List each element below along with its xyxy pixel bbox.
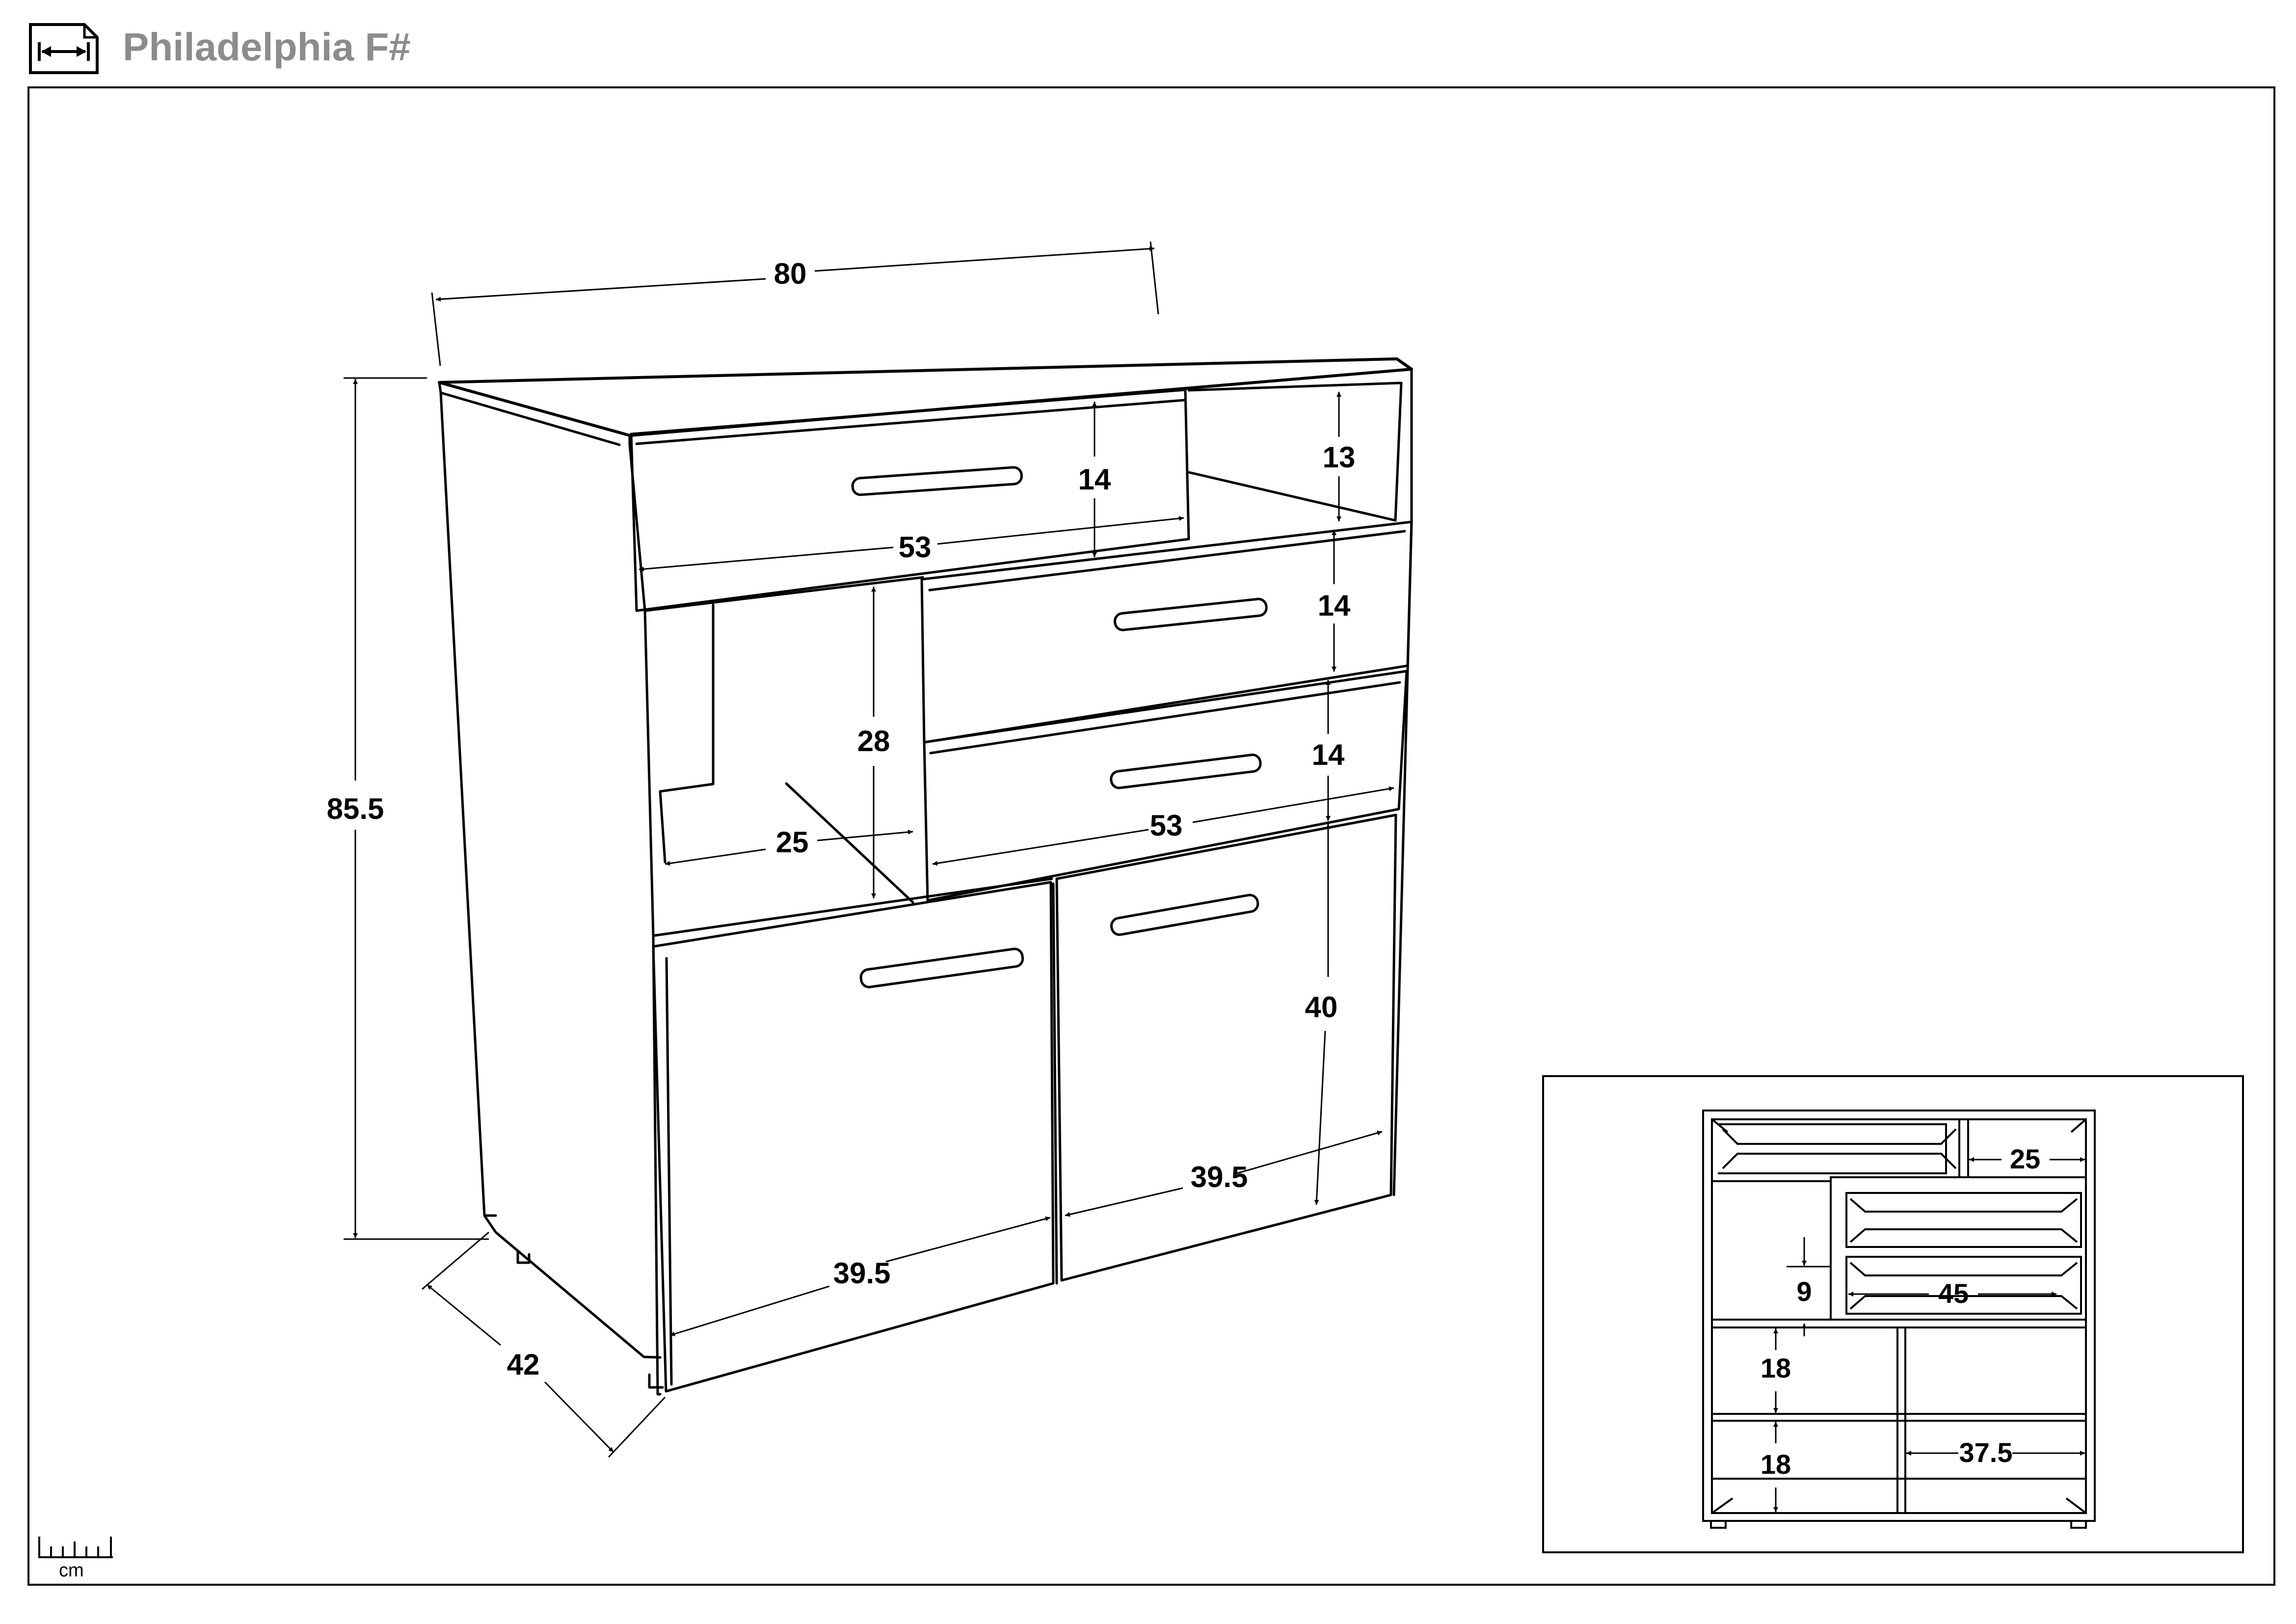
dim-lower-drawer-width: 53: [1150, 809, 1183, 842]
handle-middle-drawer: [1114, 597, 1268, 631]
dimension-lines: [344, 241, 1394, 1458]
outer-frame: [27, 86, 2275, 1586]
cabinet-drawing: [438, 357, 1413, 1396]
inset-dim-upper-shelf-height: 18: [1761, 1353, 1791, 1383]
dimension-arrows-icon: [29, 23, 99, 74]
dim-depth: 42: [507, 1348, 540, 1381]
inset-dim-lower-shelf-height: 18: [1761, 1449, 1791, 1480]
handle-left-door: [859, 947, 1024, 989]
dim-top-drawer-height: 14: [1078, 463, 1111, 496]
dim-left-door-width: 39.5: [833, 1257, 891, 1290]
dim-width: 80: [774, 257, 807, 290]
dim-right-door-width: 39.5: [1191, 1161, 1248, 1193]
handle-lower-drawer: [1110, 754, 1262, 789]
inset-dim-right-shelf-width: 37.5: [1959, 1437, 2013, 1468]
inset-dim-drawer-depth: 9: [1796, 1276, 1812, 1307]
dim-height: 85.5: [327, 792, 384, 825]
dim-top-drawer-width: 53: [899, 531, 932, 564]
page-title: Philadelphia F#: [123, 25, 411, 69]
scale-unit-label: cm: [59, 1560, 84, 1581]
handle-top-drawer: [851, 466, 1023, 496]
inset-dim-top-shelf-width: 25: [2010, 1143, 2040, 1174]
inset-dim-drawer-interior-width: 45: [1938, 1278, 1969, 1309]
dim-open-compartment-depth: 25: [776, 826, 809, 859]
dim-open-compartment-height: 28: [857, 725, 890, 758]
main-dimension-labels: 80 85.5 42 14 53 13 14 14 53 28 25 40 39…: [327, 257, 1356, 1381]
dim-middle-drawer-height: 14: [1318, 589, 1351, 622]
dim-door-height: 40: [1305, 991, 1338, 1024]
dim-top-shelf-height: 13: [1323, 441, 1356, 474]
dim-lower-drawer-height: 14: [1312, 738, 1345, 771]
handle-right-door: [1110, 893, 1259, 936]
ruler-icon: [38, 1537, 113, 1558]
inset-diagram: 25 45 9 18 18 37.5: [1542, 1075, 2244, 1553]
handles: [851, 466, 1268, 989]
